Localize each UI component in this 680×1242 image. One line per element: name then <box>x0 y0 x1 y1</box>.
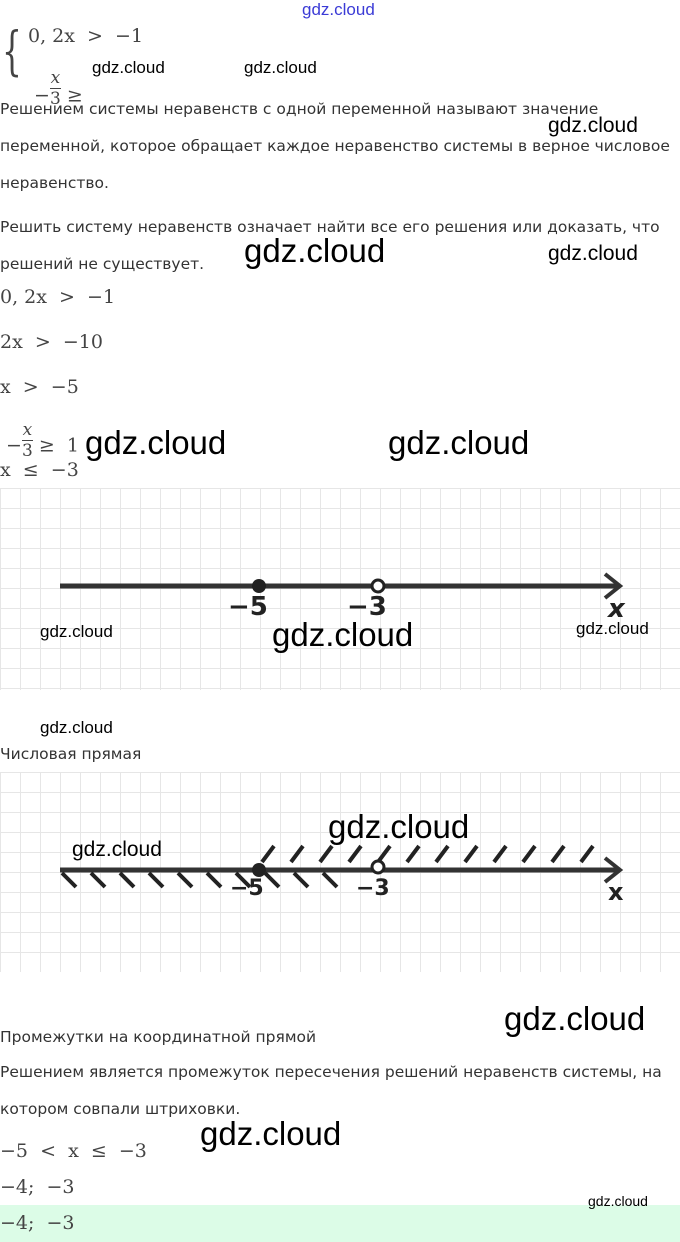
hatch-stroke <box>347 844 363 864</box>
step-5: x ≤ −3 <box>0 459 79 481</box>
number-line-figure-1: −5 −3 x <box>0 488 680 690</box>
caption-intervals: Промежутки на координатной прямой <box>0 1028 317 1046</box>
axis-arrow <box>603 856 624 884</box>
hatch-stroke <box>376 844 392 864</box>
hatch-stroke <box>260 844 276 864</box>
minus: − <box>6 434 22 457</box>
hatch-stroke <box>321 871 339 889</box>
watermark: gdz.cloud <box>576 619 649 638</box>
axis-arrow <box>603 572 624 600</box>
hatch-stroke <box>89 871 107 889</box>
hatch-stroke <box>60 871 78 889</box>
label-minus-5: −5 <box>230 876 264 901</box>
hatch-stroke <box>550 844 566 864</box>
watermark: gdz.cloud <box>302 0 375 19</box>
hatch-stroke <box>405 844 421 864</box>
hatch-stroke <box>292 871 310 889</box>
label-x: x <box>608 594 625 624</box>
point-minus-3-open <box>370 578 386 594</box>
point-minus-5-filled <box>252 863 266 877</box>
definition-paragraph: Решением системы неравенств с одной пере… <box>0 100 670 192</box>
fraction-num: x <box>49 68 61 89</box>
watermark: gdz.cloud <box>328 808 470 845</box>
hatch-stroke <box>147 871 165 889</box>
relation: ≥ 1 <box>38 434 79 457</box>
step-2: 2x > −10 <box>0 331 103 353</box>
watermark: gdz.cloud <box>244 232 386 269</box>
hatching-x-le-minus-3 <box>60 871 339 889</box>
caption-number-line: Числовая прямая <box>0 745 142 763</box>
watermark: gdz.cloud <box>85 424 227 461</box>
fraction-den: 3 <box>49 89 61 109</box>
watermark: gdz.cloud <box>244 58 317 77</box>
number-line-figure-2: −5 −3 x <box>0 772 680 972</box>
hatch-stroke <box>463 844 479 864</box>
system-line-1: 0, 2x > −1 <box>28 25 144 47</box>
answer-box: −4; −3 <box>0 1205 680 1242</box>
task-paragraph: Решить систему неравенств означает найти… <box>0 218 660 273</box>
watermark: gdz.cloud <box>40 718 113 737</box>
watermark: gdz.cloud <box>588 1193 648 1209</box>
hatch-stroke <box>176 871 194 889</box>
relation: ≥ <box>66 84 83 107</box>
result-interval: −5 < x ≤ −3 <box>0 1140 147 1162</box>
watermark: gdz.cloud <box>200 1115 342 1152</box>
label-minus-5: −5 <box>228 592 268 622</box>
answer-value: −4; −3 <box>0 1212 75 1234</box>
hatch-stroke <box>263 871 281 889</box>
watermark: gdz.cloud <box>548 242 638 265</box>
hatch-stroke <box>434 844 450 864</box>
watermark: gdz.cloud <box>40 622 113 641</box>
hatching-x-gt-minus-5 <box>260 844 595 864</box>
hatch-stroke <box>205 871 223 889</box>
hatch-stroke <box>289 844 305 864</box>
minus: − <box>34 84 50 107</box>
label-minus-3: −3 <box>347 592 387 622</box>
step-3: x > −5 <box>0 376 79 398</box>
fraction-den: 3 <box>21 441 33 461</box>
hatch-stroke <box>318 844 334 864</box>
hatch-stroke <box>118 871 136 889</box>
watermark: gdz.cloud <box>388 424 530 461</box>
point-minus-5-filled <box>252 579 266 593</box>
watermark: gdz.cloud <box>548 114 638 137</box>
hatch-stroke <box>521 844 537 864</box>
watermark: gdz.cloud <box>504 1000 646 1037</box>
label-x: x <box>608 878 624 906</box>
integer-solutions: −4; −3 <box>0 1176 75 1198</box>
watermark: gdz.cloud <box>272 616 414 653</box>
hatch-stroke <box>492 844 508 864</box>
conclusion-paragraph: Решением является промежуток пересечения… <box>0 1063 662 1118</box>
hatch-stroke <box>579 844 595 864</box>
fraction-num: x <box>21 420 33 441</box>
watermark: gdz.cloud <box>92 58 165 77</box>
label-minus-3: −3 <box>356 876 390 901</box>
hatch-stroke <box>234 871 252 889</box>
point-minus-3-open <box>370 859 386 875</box>
watermark: gdz.cloud <box>72 838 162 861</box>
step-1: 0, 2x > −1 <box>0 286 116 308</box>
system-brace: { <box>2 22 22 82</box>
